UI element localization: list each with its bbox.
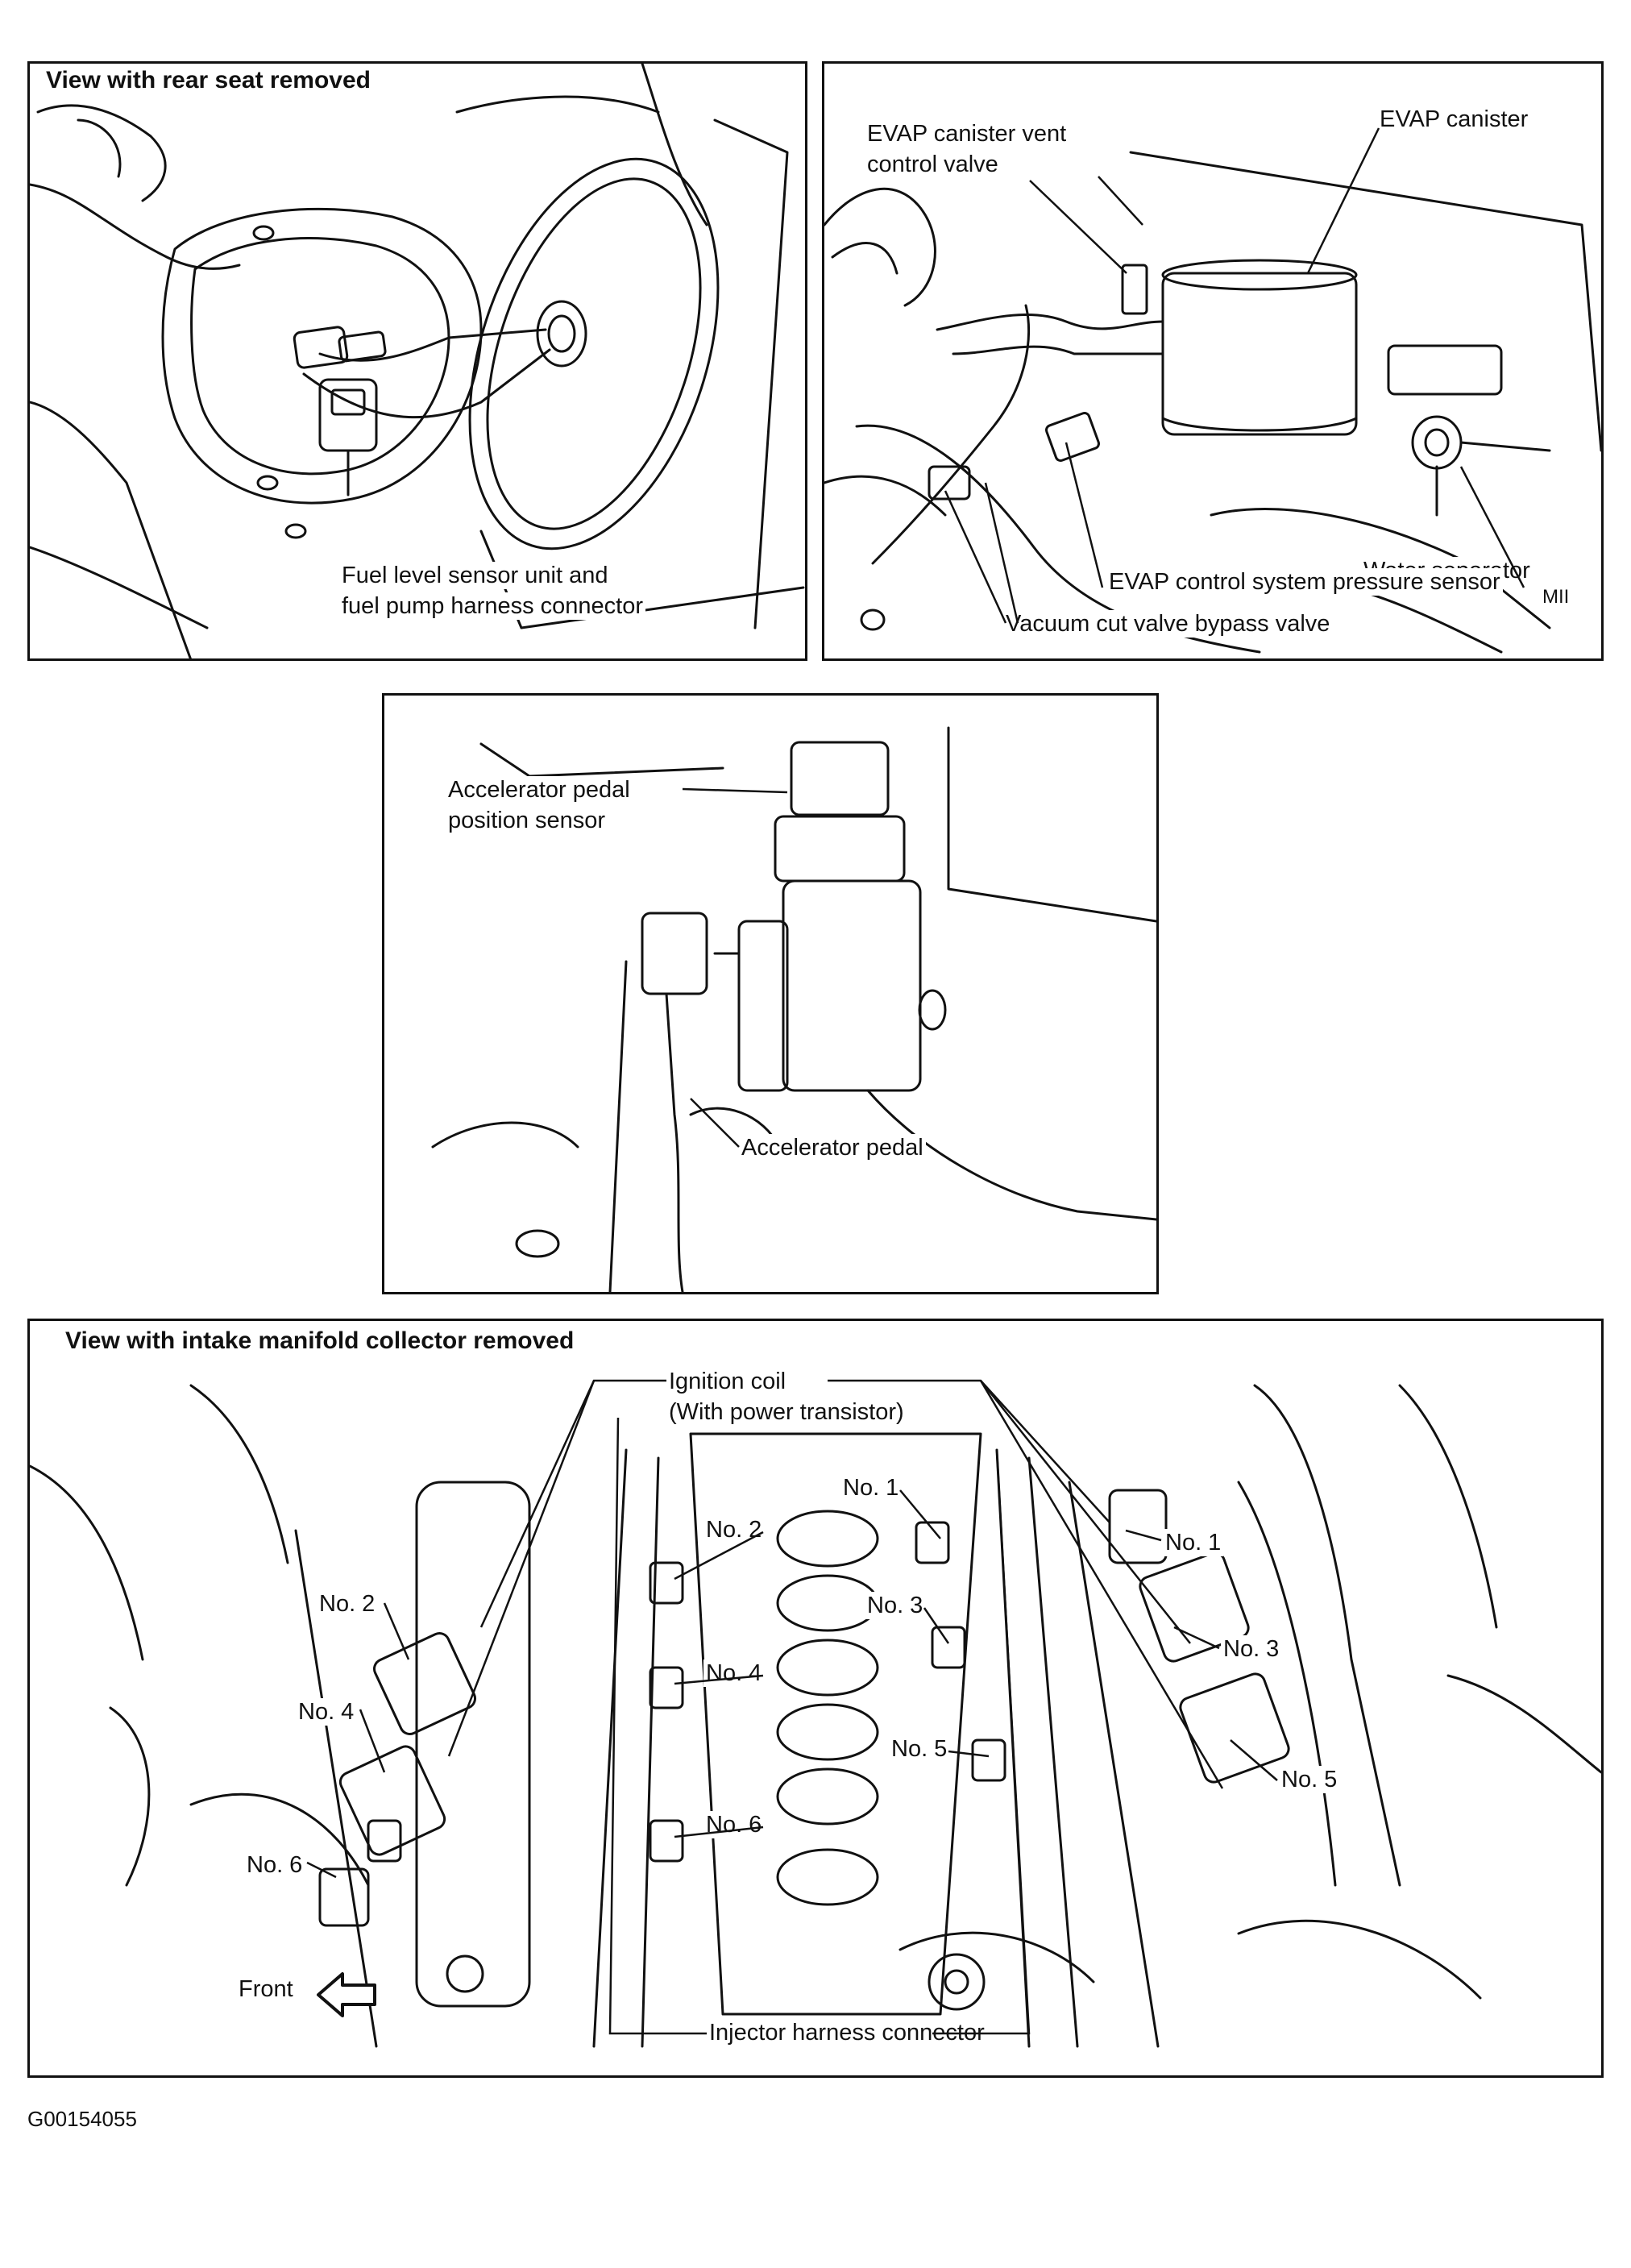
injector-no6-label: No. 6 <box>703 1811 765 1839</box>
panel-accelerator: Accelerator pedal position sensor Accele… <box>382 693 1159 1294</box>
injector-connector-label: Injector harness connector <box>707 2019 987 2047</box>
mii-mark: MII <box>1540 586 1572 609</box>
panel-title: View with rear seat removed <box>43 67 374 94</box>
coil-no4-label: No. 4 <box>296 1698 357 1726</box>
fuel-level-sensor-label: Fuel level sensor unit and <box>339 562 611 590</box>
evap-canister-label: EVAP canister <box>1377 106 1531 134</box>
ignition-coil-label-2: (With power transistor) <box>666 1398 907 1427</box>
accelerator-illustration <box>431 726 1156 1292</box>
vent-valve-label-1: EVAP canister vent <box>865 120 1069 148</box>
app-sensor-label-2: position sensor <box>446 807 608 835</box>
coil-no1-label: No. 1 <box>1163 1529 1224 1557</box>
engine-illustration <box>30 1384 1601 2048</box>
accelerator-pedal-label: Accelerator pedal <box>739 1134 926 1162</box>
vent-valve-label-2: control valve <box>865 151 1001 179</box>
fuel-pump-connector-label: fuel pump harness connector <box>339 592 645 621</box>
panel-rear-seat: View with rear seat removed Fuel level s… <box>27 61 807 661</box>
coil-no3-label: No. 3 <box>1221 1635 1282 1664</box>
pressure-sensor-label: EVAP control system pressure sensor <box>1106 568 1503 596</box>
injector-no3-label: No. 3 <box>865 1592 926 1620</box>
injector-no5-label: No. 5 <box>889 1735 950 1763</box>
figure-code: G00154055 <box>27 2107 137 2131</box>
coil-no5-label: No. 5 <box>1279 1766 1340 1794</box>
front-label: Front <box>236 1975 296 2004</box>
panel-evap: EVAP canister vent control valve EVAP ca… <box>822 61 1604 661</box>
injector-no4-label: No. 4 <box>703 1659 765 1688</box>
front-arrow-icon <box>317 1972 376 2017</box>
injector-no2-label: No. 2 <box>703 1516 765 1544</box>
panel-intake: View with intake manifold collector remo… <box>27 1319 1604 2078</box>
injector-no1-label: No. 1 <box>840 1474 902 1502</box>
coil-no2-label: No. 2 <box>317 1590 378 1618</box>
vacuum-cut-valve-label: Vacuum cut valve bypass valve <box>1003 610 1333 638</box>
app-sensor-label-1: Accelerator pedal <box>446 776 633 804</box>
coil-no6-label: No. 6 <box>244 1851 305 1880</box>
panel-title: View with intake manifold collector remo… <box>62 1327 578 1355</box>
ignition-coil-label-1: Ignition coil <box>666 1368 789 1396</box>
